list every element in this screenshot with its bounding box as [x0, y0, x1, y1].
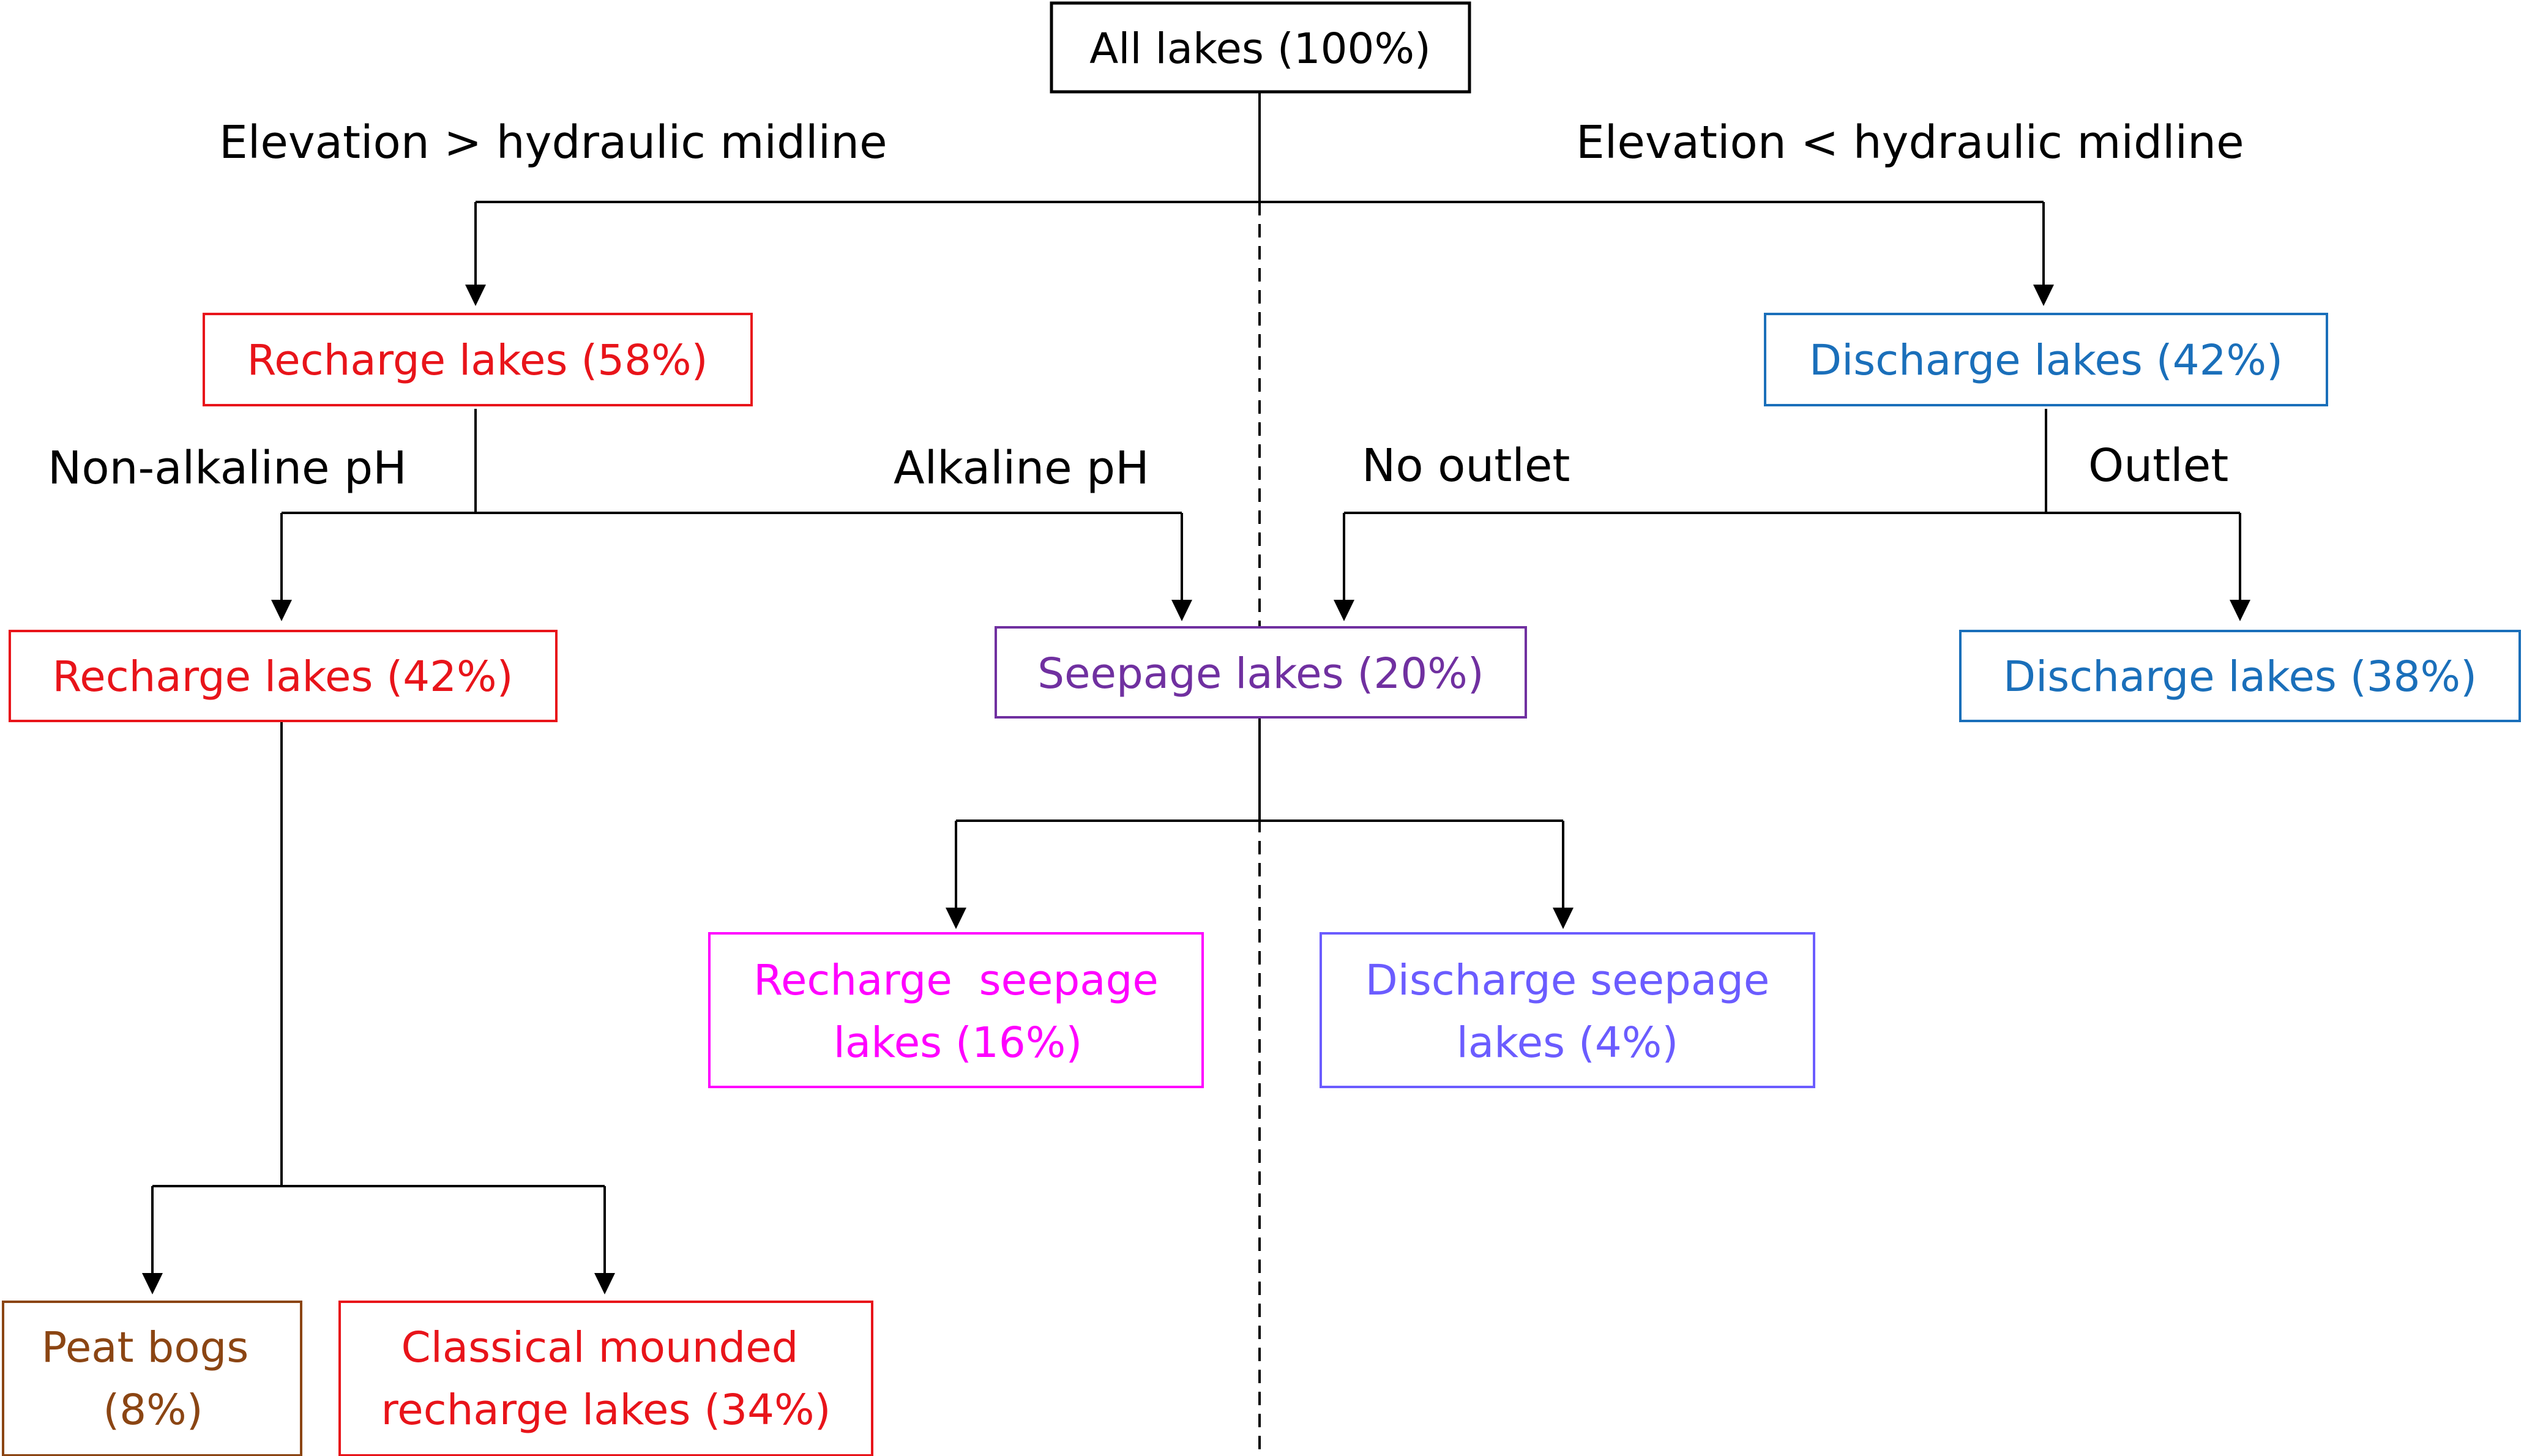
node-label-line-1: Discharge seepage — [1365, 956, 1770, 1005]
node-box — [203, 313, 753, 406]
node-all-lakes: All lakes (100%) — [1050, 1, 1471, 94]
node-label-line-1: Discharge lakes (42%) — [1809, 336, 2283, 385]
node-box — [1320, 932, 1815, 1088]
arrowhead-recharge-seepage — [946, 908, 966, 929]
node-label-line-1: Peat bogs — [42, 1323, 249, 1372]
node-box — [2, 1301, 302, 1456]
arrowhead-discharge-42 — [2033, 285, 2054, 306]
node-label-line-2: lakes (16%) — [834, 1018, 1083, 1067]
node-box — [1050, 1, 1471, 94]
arrowheads — [142, 285, 2250, 1294]
label-non-alkaline: Non-alkaline pH — [48, 442, 407, 495]
node-box — [708, 932, 1204, 1088]
node-label-line-1: Discharge lakes (38%) — [2003, 652, 2477, 701]
node-peat-bogs: Peat bogs (8%) — [2, 1301, 302, 1456]
node-recharge-seepage-lakes: Recharge seepage lakes (16%) — [708, 932, 1204, 1088]
node-label-line-1: Recharge seepage — [753, 956, 1159, 1005]
node-classical-mounded-recharge-lakes: Classical mounded recharge lakes (34%) — [338, 1301, 873, 1456]
node-discharge-lakes-42: Discharge lakes (42%) — [1764, 313, 2328, 406]
node-recharge-lakes-42: Recharge lakes (42%) — [9, 630, 558, 722]
node-label-line-1: Recharge lakes (58%) — [247, 336, 708, 385]
arrowhead-seepage-alkaline — [1171, 600, 1192, 621]
label-no-outlet: No outlet — [1362, 439, 1570, 492]
node-seepage-lakes-20: Seepage lakes (20%) — [995, 626, 1527, 719]
node-box — [1764, 313, 2328, 406]
edge-labels: Elevation > hydraulic midline Elevation … — [48, 116, 2244, 495]
arrowhead-peat-bogs — [142, 1273, 163, 1294]
node-label-line-2: lakes (4%) — [1457, 1018, 1679, 1067]
node-label-line-1: Recharge lakes (42%) — [52, 652, 513, 701]
arrowhead-recharge-58 — [465, 285, 486, 306]
node-box — [995, 626, 1527, 719]
connector-lines — [151, 92, 2241, 1276]
node-recharge-lakes-58: Recharge lakes (58%) — [203, 313, 753, 406]
node-box — [1959, 630, 2521, 722]
arrowhead-seepage-no-outlet — [1334, 600, 1354, 621]
node-discharge-seepage-lakes: Discharge seepage lakes (4%) — [1320, 932, 1815, 1088]
label-outlet: Outlet — [2088, 439, 2228, 492]
node-label-line-1: All lakes (100%) — [1089, 24, 1431, 73]
arrowhead-recharge-42 — [271, 600, 292, 621]
node-box — [338, 1301, 873, 1456]
arrowhead-discharge-seepage — [1553, 908, 1574, 929]
label-alkaline: Alkaline pH — [894, 442, 1149, 495]
arrowhead-discharge-38 — [2230, 600, 2250, 621]
node-label-line-2: recharge lakes (34%) — [381, 1386, 831, 1435]
label-elevation-above: Elevation > hydraulic midline — [219, 116, 887, 169]
node-label-line-1: Classical mounded — [401, 1323, 799, 1372]
node-label-line-1: Seepage lakes (20%) — [1037, 649, 1484, 698]
node-label-line-2: (8%) — [103, 1386, 203, 1435]
node-discharge-lakes-38: Discharge lakes (38%) — [1959, 630, 2521, 722]
label-elevation-below: Elevation < hydraulic midline — [1576, 116, 2244, 169]
node-box — [9, 630, 558, 722]
arrowhead-classical-mounded — [594, 1273, 615, 1294]
